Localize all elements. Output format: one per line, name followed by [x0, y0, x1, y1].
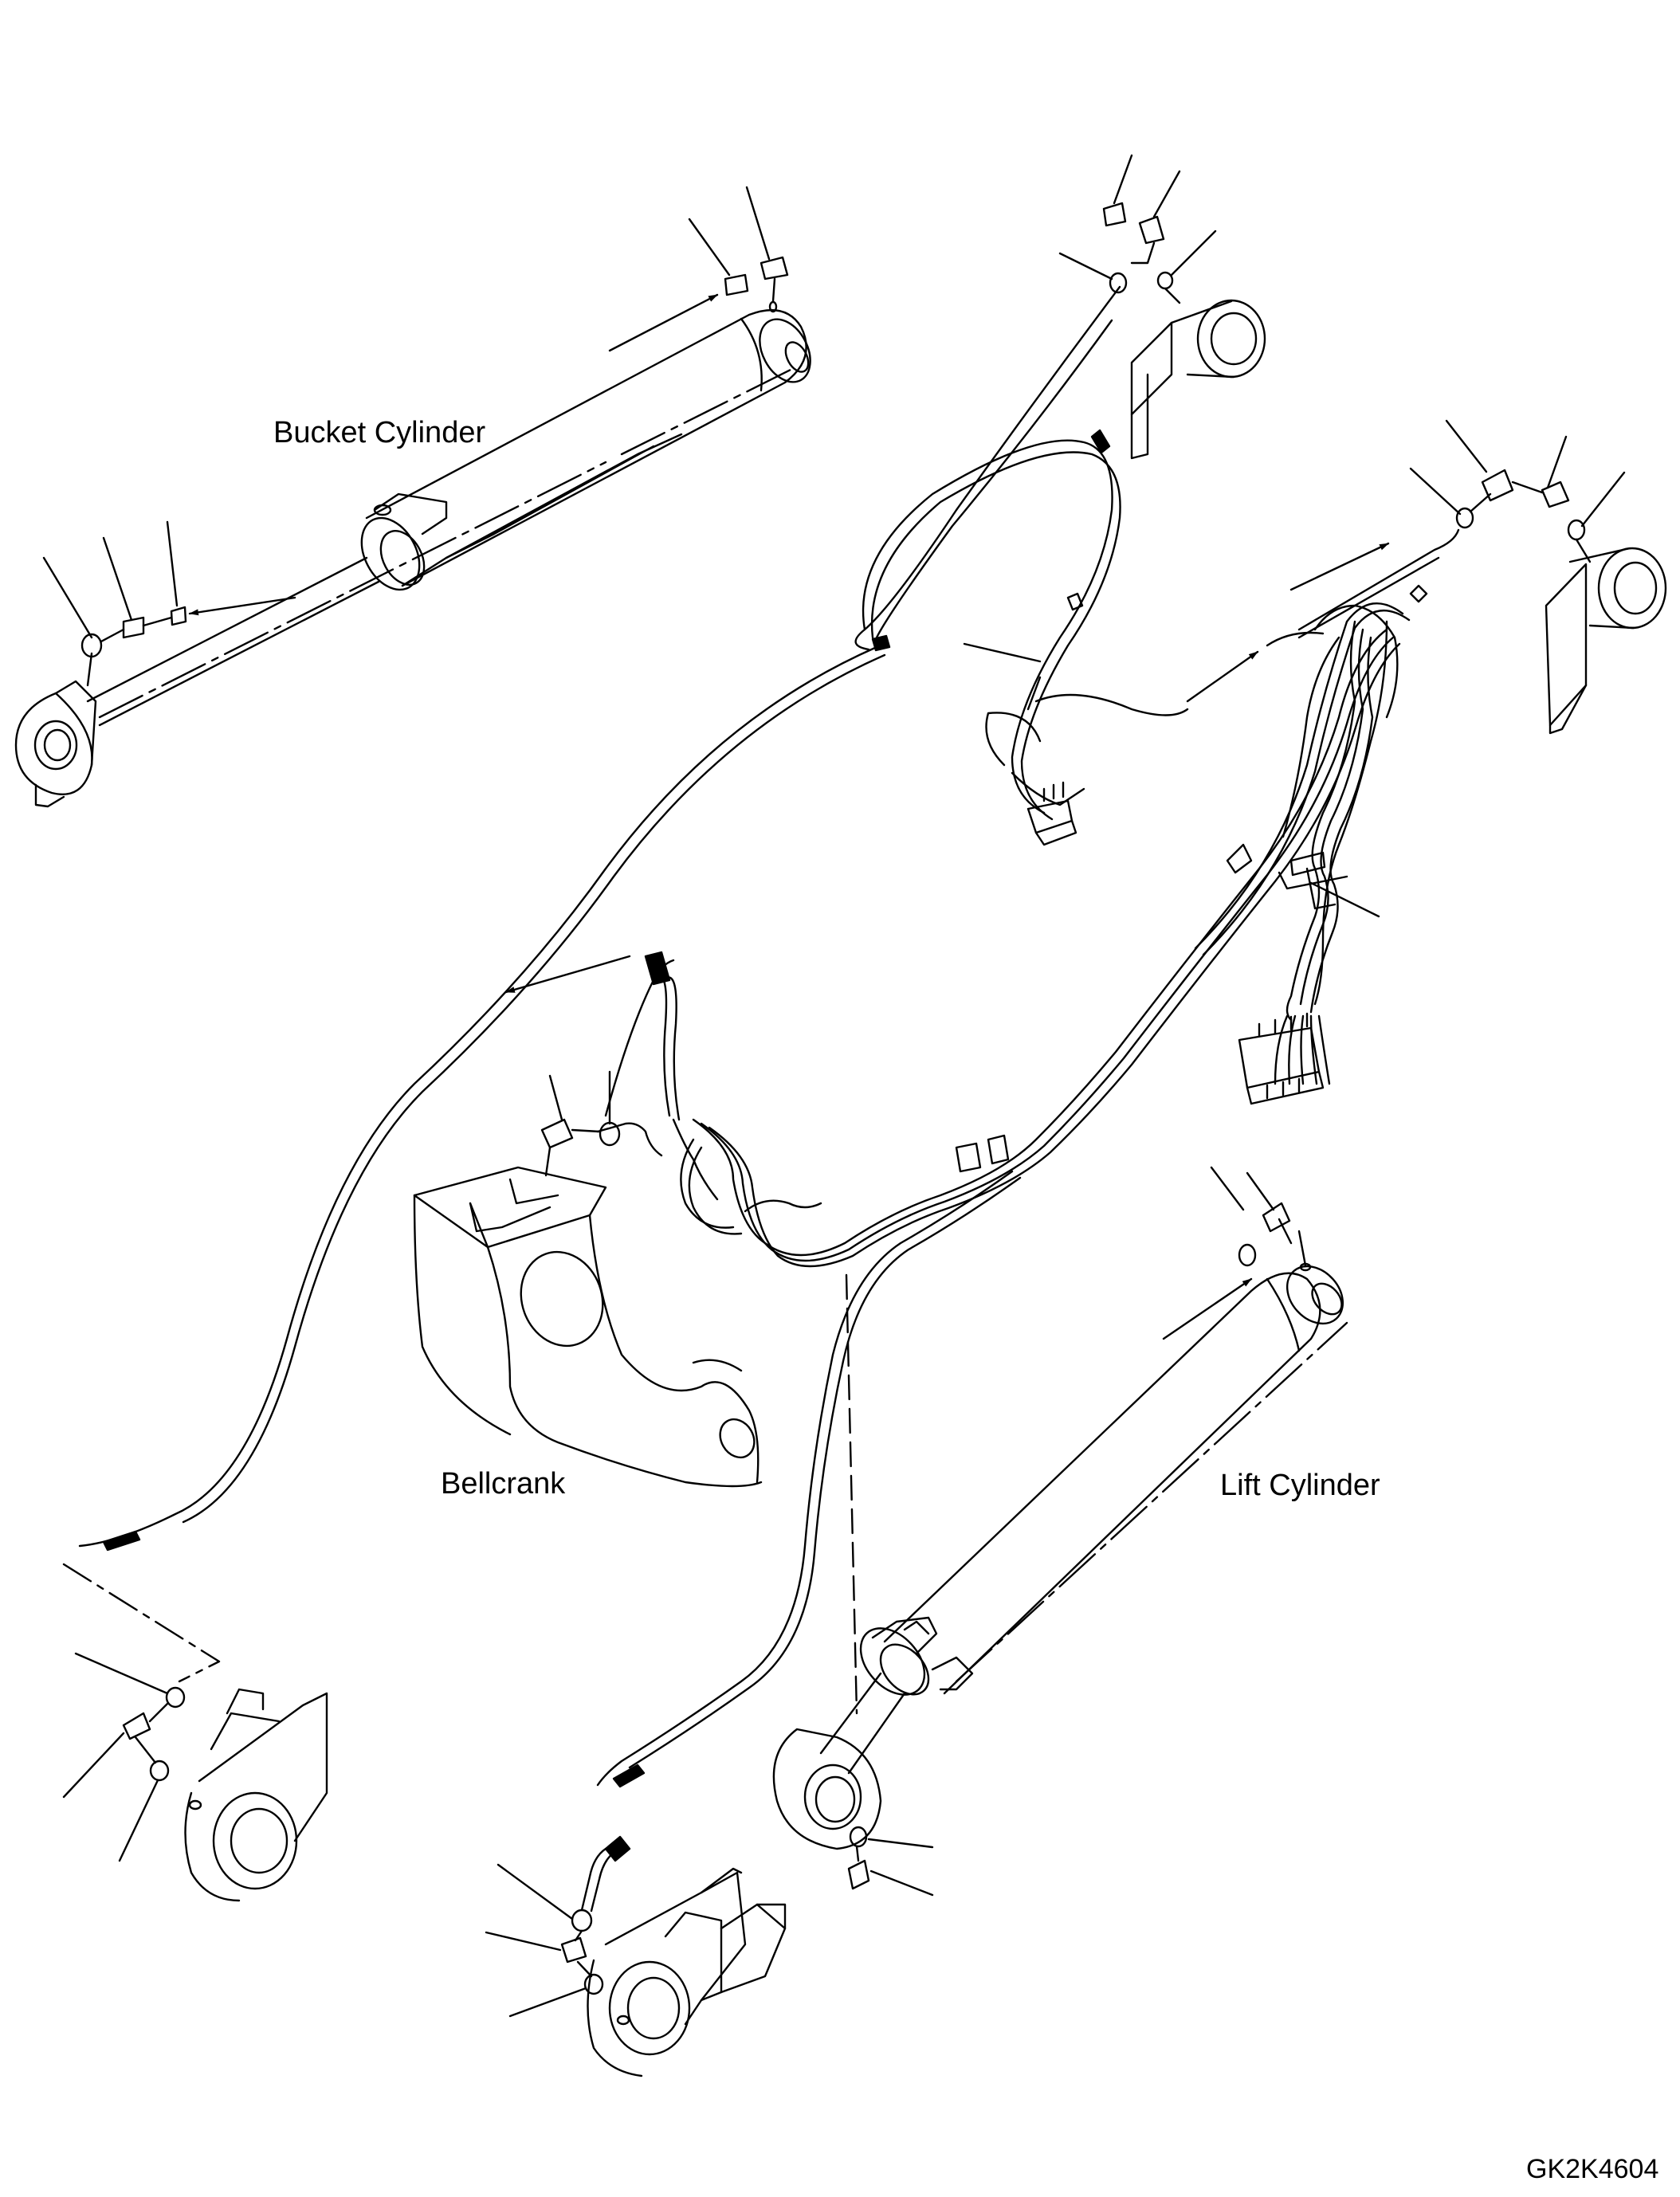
- hose-harness: [62, 285, 1460, 1788]
- frame-pivot-lower-left: [62, 1652, 328, 1902]
- bucket-cylinder: [14, 186, 811, 808]
- bellcrank: [413, 1070, 763, 1488]
- frame-pivot-upper-left: [1058, 154, 1266, 460]
- bucket-cylinder-label: Bucket Cylinder: [273, 416, 486, 449]
- bellcrank-label: Bellcrank: [441, 1467, 566, 1501]
- lift-cylinder: [772, 1166, 1348, 1897]
- figure-code: GK2K4604: [1526, 2154, 1659, 2184]
- frame-pivot-lower-center: [485, 1835, 787, 2077]
- frame-pivot-upper-right: [1409, 419, 1667, 735]
- lift-cylinder-label: Lift Cylinder: [1220, 1469, 1380, 1502]
